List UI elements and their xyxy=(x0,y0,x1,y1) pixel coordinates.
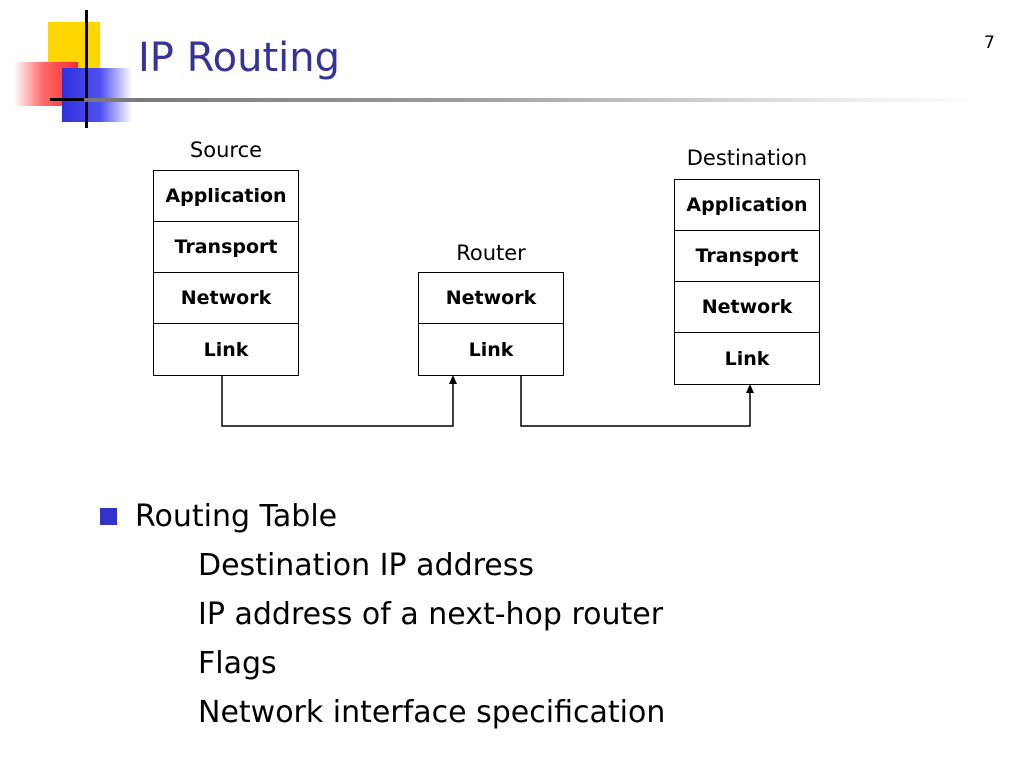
slide-title: IP Routing xyxy=(138,35,340,81)
bullet-list: Routing Table Destination IP address IP … xyxy=(100,492,665,737)
source-label: Source xyxy=(189,138,263,162)
router-layer-link: Link xyxy=(468,338,514,361)
bullet-main-text: Routing Table xyxy=(135,499,338,534)
source-layer-network: Network xyxy=(154,273,298,324)
bullet-sub-item: IP address of a next-hop router xyxy=(198,597,664,632)
router-stack: Network Link xyxy=(418,272,564,376)
destination-arrowhead xyxy=(746,384,754,393)
destination-layer-transport: Transport xyxy=(675,231,819,282)
bullet-main: Routing Table xyxy=(100,492,665,541)
destination-layer-network: Network xyxy=(675,282,819,333)
source-layer-link: Link xyxy=(203,338,249,361)
destination-label: Destination xyxy=(686,146,808,170)
destination-layer-link: Link xyxy=(724,347,770,370)
router-label: Router xyxy=(456,241,526,265)
logo-vertical-line xyxy=(85,10,88,128)
slide-number: 7 xyxy=(984,33,995,53)
logo-horizontal-line xyxy=(50,98,98,101)
router-arrowhead xyxy=(449,375,457,384)
destination-stack: Application Transport Network Link xyxy=(674,179,820,385)
router-to-destination-connector xyxy=(520,376,751,427)
source-to-router-connector xyxy=(221,376,454,427)
bullet-sub-item: Destination IP address xyxy=(198,548,535,583)
logo-blue-square xyxy=(62,68,132,122)
router-layer-network: Network xyxy=(419,273,563,324)
source-layer-application: Application xyxy=(154,171,298,222)
source-stack: Application Transport Network Link xyxy=(153,170,299,376)
source-layer-transport: Transport xyxy=(154,222,298,273)
destination-layer-application: Application xyxy=(675,180,819,231)
bullet-sub-item: Network interface specification xyxy=(198,695,666,730)
bullet-sub-item: Flags xyxy=(198,646,277,681)
bullet-square-icon xyxy=(100,508,117,525)
title-underline xyxy=(84,98,984,102)
